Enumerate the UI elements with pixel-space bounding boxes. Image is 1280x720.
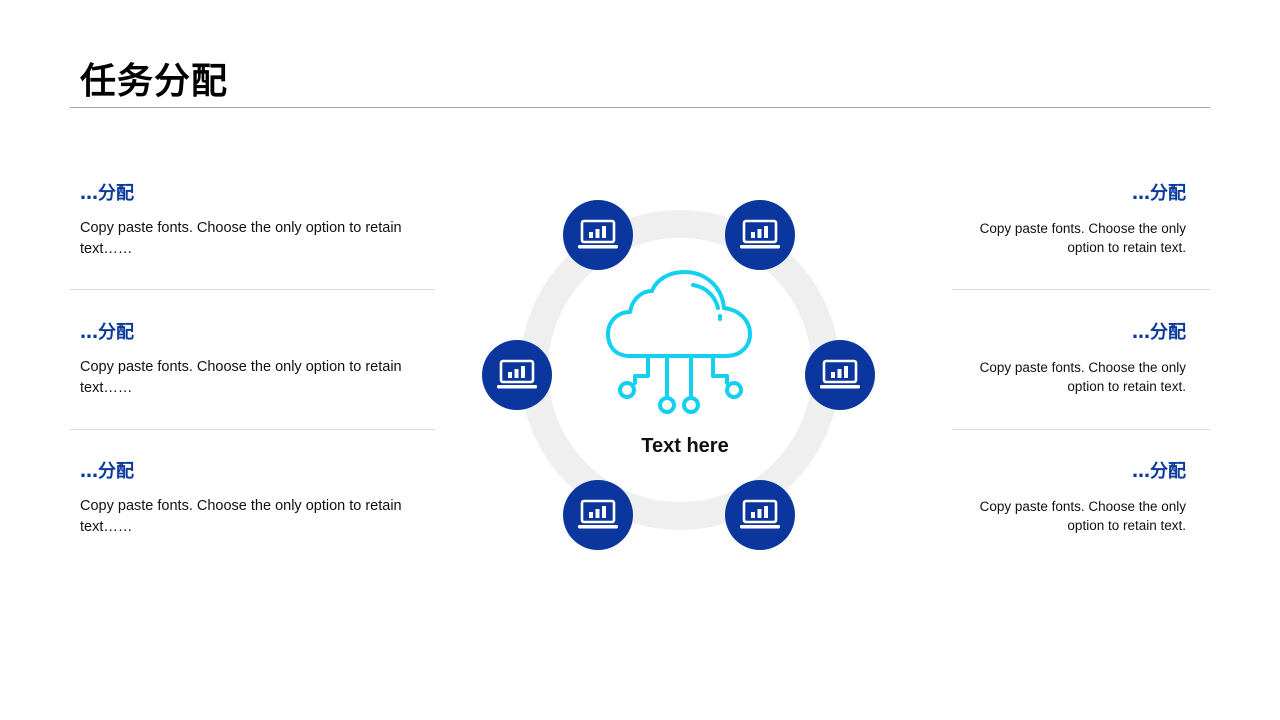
right-item-heading: …分配 [1132, 322, 1186, 343]
node-bottom-right [725, 480, 795, 550]
right-item-1: …分配 Copy paste fonts. Choose the only op… [940, 182, 1186, 257]
right-divider-1 [952, 289, 1210, 290]
left-item-text: Copy paste fonts. Choose the only option… [80, 498, 402, 535]
cloud-network-icon [606, 270, 752, 414]
laptop-chart-icon [578, 219, 618, 249]
left-item-2: …分配 Copy paste fonts. Choose the only op… [80, 321, 416, 399]
left-item-1: …分配 Copy paste fonts. Choose the only op… [80, 182, 416, 260]
laptop-chart-icon [497, 359, 537, 389]
right-item-text: Copy paste fonts. Choose the only option… [979, 499, 1186, 533]
laptop-chart-icon [740, 219, 780, 249]
left-item-heading: …分配 [80, 183, 134, 204]
right-item-heading: …分配 [1132, 183, 1186, 204]
left-item-heading: …分配 [80, 322, 134, 343]
page-title: 任务分配 [80, 61, 229, 102]
laptop-chart-icon [578, 499, 618, 529]
right-item-2: …分配 Copy paste fonts. Choose the only op… [940, 321, 1186, 396]
node-bottom-left [563, 480, 633, 550]
left-item-text: Copy paste fonts. Choose the only option… [80, 220, 402, 257]
left-divider-2 [70, 429, 435, 430]
right-item-3: …分配 Copy paste fonts. Choose the only op… [940, 460, 1186, 535]
node-right [805, 340, 875, 410]
laptop-chart-icon [820, 359, 860, 389]
node-left [482, 340, 552, 410]
left-divider-1 [70, 289, 435, 290]
node-top-right [725, 200, 795, 270]
right-item-heading: …分配 [1132, 461, 1186, 482]
title-divider [70, 107, 1210, 108]
left-item-text: Copy paste fonts. Choose the only option… [80, 359, 402, 396]
laptop-chart-icon [740, 499, 780, 529]
right-item-text: Copy paste fonts. Choose the only option… [979, 360, 1186, 394]
center-label: Text here [641, 435, 729, 457]
left-item-heading: …分配 [80, 461, 134, 482]
node-top-left [563, 200, 633, 270]
right-item-text: Copy paste fonts. Choose the only option… [979, 221, 1186, 255]
left-item-3: …分配 Copy paste fonts. Choose the only op… [80, 460, 416, 538]
right-divider-2 [952, 429, 1210, 430]
